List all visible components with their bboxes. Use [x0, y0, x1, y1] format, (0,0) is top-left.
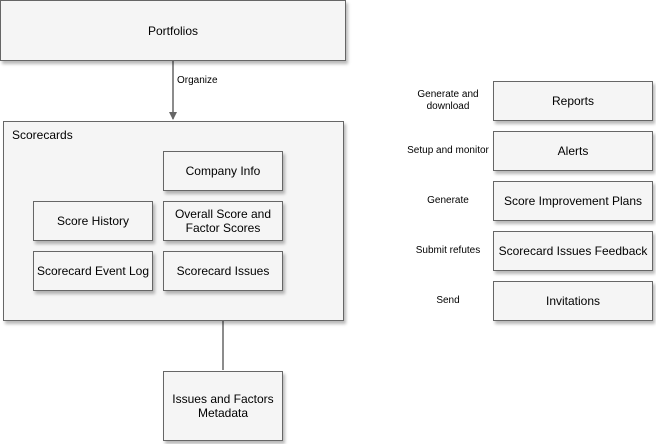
issues-feedback-action-label: Submit refutes: [415, 245, 481, 256]
reports-action-label: Generate and download: [417, 89, 479, 112]
scorecard-issues-feedback-label: Scorecard Issues Feedback: [498, 244, 648, 258]
scorecard-event-log-box[interactable]: Scorecard Event Log: [33, 251, 153, 291]
overall-score-box[interactable]: Overall Score and Factor Scores: [163, 201, 283, 241]
company-info-label: Company Info: [185, 164, 261, 178]
invitations-label: Invitations: [545, 294, 601, 308]
score-improvement-plans-label: Score Improvement Plans: [503, 194, 643, 208]
score-improvement-plans-box[interactable]: Score Improvement Plans: [493, 181, 653, 221]
score-history-label: Score History: [56, 214, 130, 228]
scorecard-issues-label: Scorecard Issues: [176, 264, 270, 278]
scorecard-event-log-label: Scorecard Event Log: [36, 264, 150, 278]
portfolios-label: Portfolios: [147, 23, 199, 38]
portfolios-box[interactable]: Portfolios: [0, 0, 346, 61]
alerts-action-label: Setup and monitor: [407, 145, 489, 156]
score-history-box[interactable]: Score History: [33, 201, 153, 241]
reports-label: Reports: [551, 94, 595, 108]
scorecards-title: Scorecards: [12, 128, 73, 142]
invitations-action-label: Send: [436, 295, 460, 306]
issues-metadata-box[interactable]: Issues and Factors Metadata: [163, 371, 283, 441]
reports-box[interactable]: Reports: [493, 81, 653, 121]
organize-edge-label: Organize: [177, 75, 218, 86]
overall-score-label: Overall Score and Factor Scores: [174, 207, 272, 235]
issues-metadata-label: Issues and Factors Metadata: [172, 392, 274, 420]
scorecard-issues-feedback-box[interactable]: Scorecard Issues Feedback: [493, 231, 653, 271]
improvement-plans-action-label: Generate: [427, 195, 469, 206]
scorecard-issues-box[interactable]: Scorecard Issues: [163, 251, 283, 291]
alerts-box[interactable]: Alerts: [493, 131, 653, 171]
invitations-box[interactable]: Invitations: [493, 281, 653, 321]
company-info-box[interactable]: Company Info: [163, 151, 283, 191]
alerts-label: Alerts: [557, 144, 589, 158]
